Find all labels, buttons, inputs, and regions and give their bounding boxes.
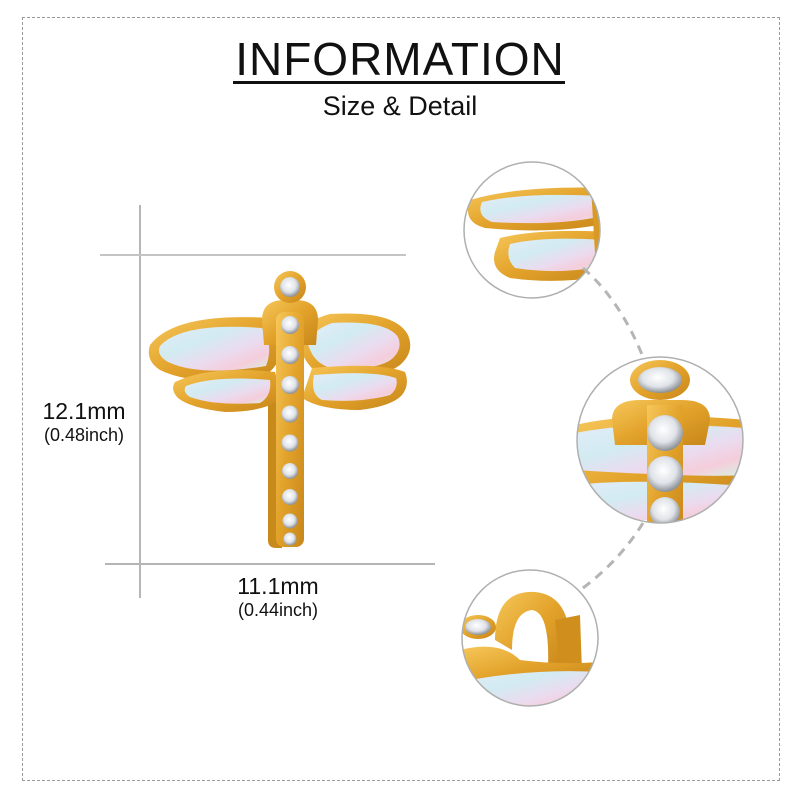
top-guide-horizontal	[100, 254, 406, 256]
title-underline	[233, 81, 565, 84]
dragonfly-earring-image	[148, 271, 411, 548]
dashed-frame	[22, 17, 780, 781]
width-dimension-label: 11.1mm (0.44inch)	[218, 573, 338, 621]
page-title: INFORMATION	[235, 33, 565, 85]
width-mm: 11.1mm	[237, 573, 319, 599]
hinge-detail-view	[461, 569, 599, 707]
height-dimension-label: 12.1mm (0.48inch)	[20, 398, 148, 446]
height-inch: (0.48inch)	[43, 425, 125, 445]
page-subtitle: Size & Detail	[322, 91, 478, 121]
height-mm: 12.1mm	[42, 398, 126, 424]
connector-2	[582, 522, 645, 590]
height-guide-vertical	[139, 205, 141, 598]
body-detail-view	[576, 356, 744, 524]
width-inch: (0.44inch)	[237, 600, 319, 620]
bottom-guide-horizontal	[105, 563, 435, 565]
wing-detail-view	[463, 161, 601, 299]
connector-1	[582, 266, 645, 358]
